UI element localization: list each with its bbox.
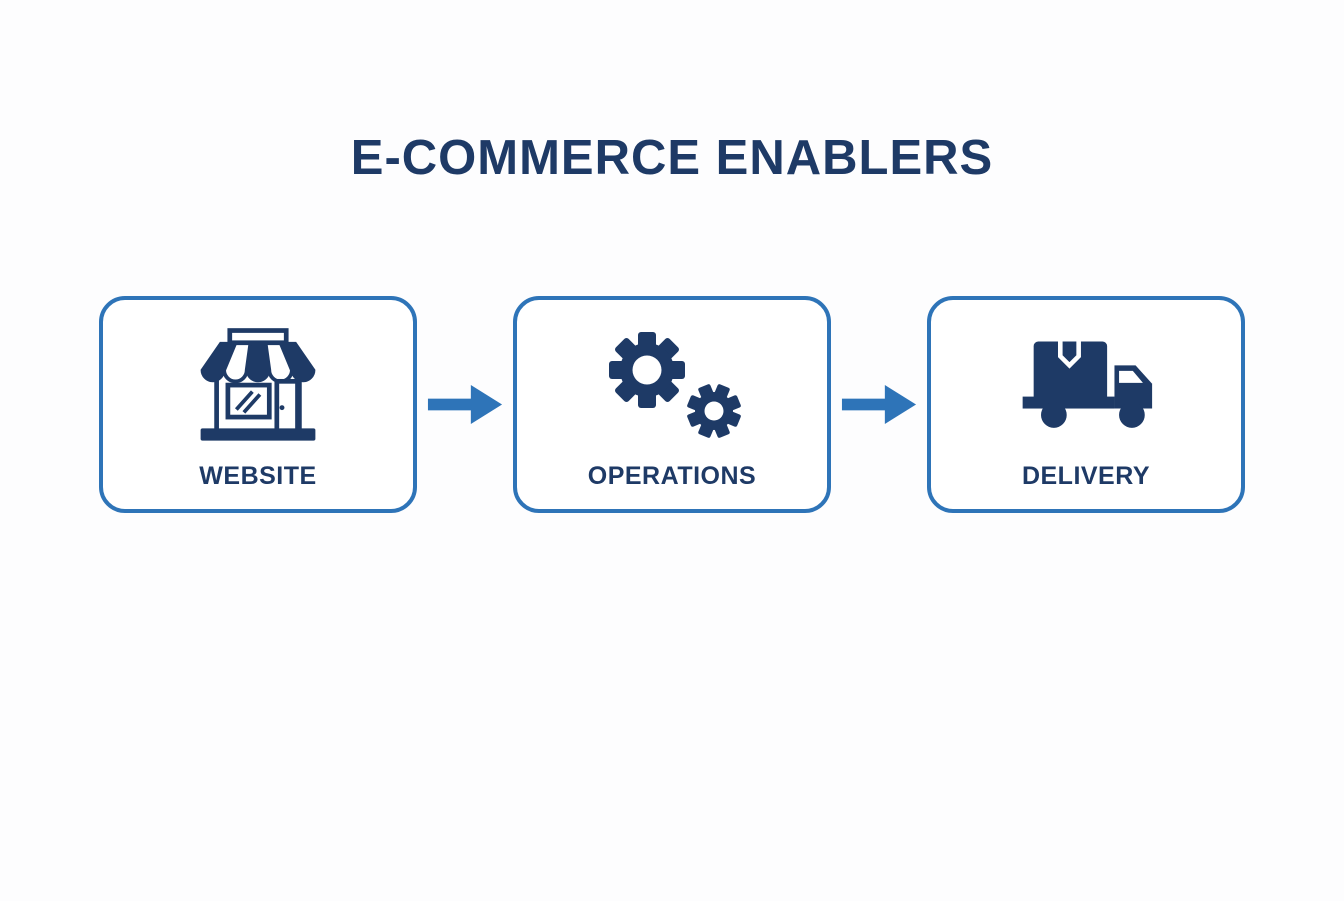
- flow-connector-2: [831, 377, 927, 432]
- flow-row: WEBSITE: [0, 296, 1344, 514]
- step-card-website: WEBSITE: [99, 296, 417, 514]
- arrow-right-icon: [841, 385, 917, 425]
- gears-icon: [597, 322, 747, 450]
- step-label-delivery: DELIVERY: [1021, 462, 1151, 491]
- step-label-website: WEBSITE: [199, 462, 317, 491]
- diagram-canvas: E-COMMERCE ENABLERS: [0, 131, 1344, 514]
- step-label-operations: OPERATIONS: [587, 462, 757, 491]
- arrow-right-icon: [427, 385, 503, 425]
- page-title: E-COMMERCE ENABLERS: [350, 131, 994, 185]
- step-card-operations: OPERATIONS: [513, 296, 831, 514]
- step-card-delivery: DELIVERY: [927, 296, 1245, 514]
- delivery-truck-icon: [1017, 322, 1155, 450]
- flow-connector-1: [417, 377, 513, 432]
- storefront-icon: [192, 322, 324, 450]
